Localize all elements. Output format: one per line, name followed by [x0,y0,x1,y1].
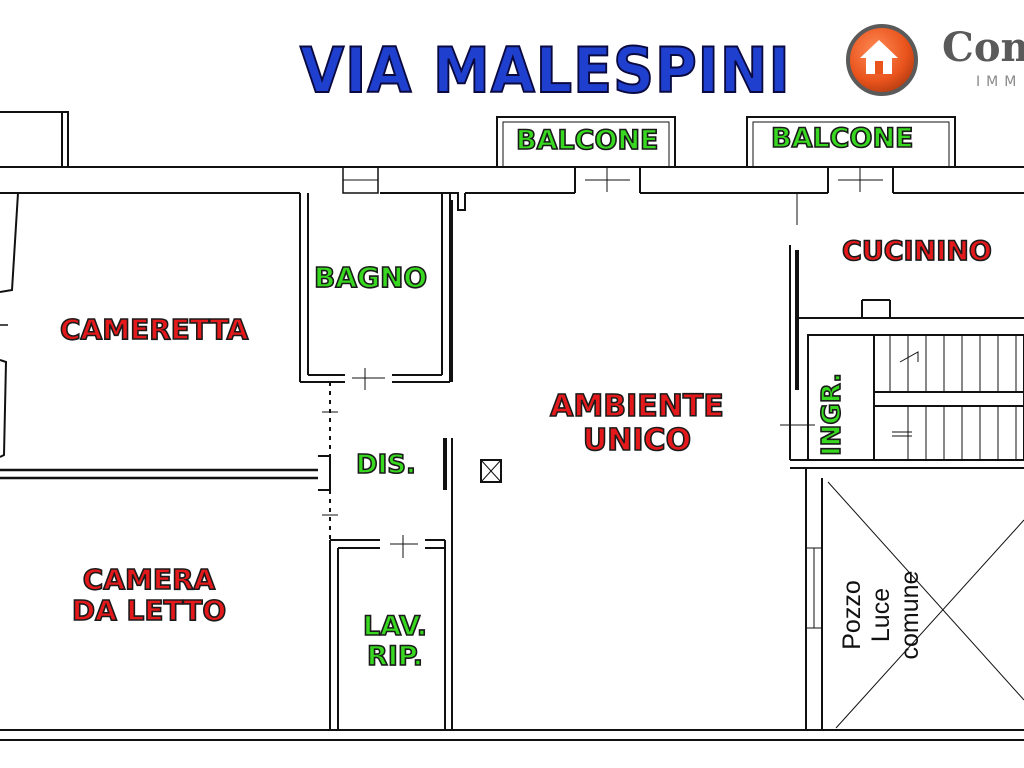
pozzo-luce-cross-2 [835,519,1024,729]
pozzo-luce-cross-1 [827,481,1024,701]
camera-line-2: DA LETTO [71,594,227,628]
camera-line-1: CAMERA [82,563,216,596]
room-label-pozzo-luce: Pozzo Luce comune [838,550,924,680]
lav-line-2: RIP. [366,641,424,673]
house-icon [860,40,898,74]
room-label-ambiente-unico: AMBIENTE UNICO [538,389,736,458]
shaft-marker [480,459,502,483]
logo-subtitle: IMM [976,74,1023,90]
ambiente-line-2: UNICO [582,422,692,458]
page-title: VIA MALESPINI [299,33,791,108]
room-label-disimpegno: DIS. [355,450,416,481]
room-label-camera-da-letto: CAMERA DA LETTO [66,563,232,628]
ambiente-line-1: AMBIENTE [549,389,724,424]
room-label-balcone-right: BALCONE [770,122,914,154]
room-label-cameretta: CAMERETTA [59,313,249,346]
room-label-bagno: BAGNO [313,261,428,294]
logo-name: Com [942,24,1024,71]
room-label-ingresso: INGR. [816,372,848,457]
agency-logo: Com IMM [842,22,1024,106]
lav-line-1: LAV. [362,610,428,642]
pozzo-line-1: Pozzo Luce [838,580,895,650]
room-label-balcone-left: BALCONE [515,124,659,156]
room-label-cucinino: CUCININO [841,235,992,267]
pozzo-line-2: comune [895,570,924,660]
room-label-lavanderia: LAV. RIP. [356,610,434,673]
